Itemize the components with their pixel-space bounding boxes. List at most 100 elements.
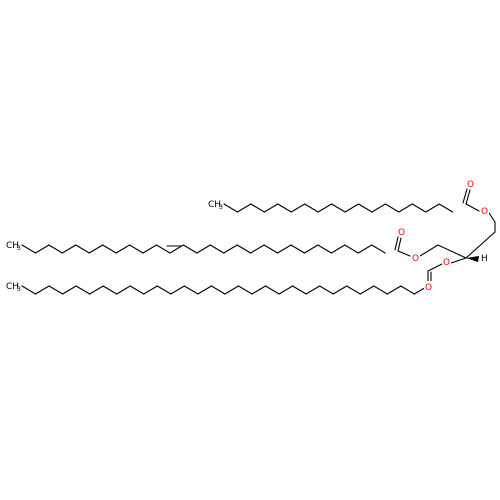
glycerol-ch-to-ch2-top [465,231,496,259]
chain3-bond-16 [237,285,253,295]
chain3-bond-21 [305,285,321,295]
chain2-bond-15 [223,244,238,254]
methyl-sub-chain1: 3 [219,204,223,211]
bond-layer [21,188,496,295]
chain2-bond-17 [250,244,265,254]
methyl-label-chain2: CH [6,241,19,251]
chain3-bond-22 [319,285,334,295]
chain2-bond-19 [276,244,292,254]
chain2-bond-16 [236,244,252,254]
chain1-bond-2 [250,203,265,213]
chain2-bond-26 [371,244,386,254]
chain2-bond-14 [209,244,225,254]
methyl-sub-chain2: 3 [17,245,21,252]
oxygen-label-carbonyl2: O [398,228,405,238]
chain1-bond-11 [371,203,386,213]
chain3-bond-13 [197,285,212,295]
chain3-bond-9 [143,285,158,295]
chain1-bond-7 [317,203,333,213]
chain3-bond-10 [156,285,172,295]
oxygen-label-ester1: O [481,207,488,217]
chain1-bond-8 [331,203,346,213]
chain1-bond-9 [344,203,360,213]
chain1-bond-5 [290,203,306,213]
chain3-bond-4 [75,285,91,295]
chain1-bond-6 [304,203,319,213]
chain3-bond-6 [102,285,118,295]
chain2-bond-22 [317,244,332,254]
chain3-bond-28 [400,285,415,295]
ester3-single [427,263,443,272]
chain3-bond-2 [48,285,64,295]
chain3-bond-15 [224,285,240,295]
chain1-bond-3 [263,203,279,213]
chain1-bond-12 [384,203,400,213]
chain3-bond-27 [386,285,402,295]
glycerol-mid-a [419,244,439,257]
methyl-sub-chain3: 3 [17,286,21,293]
chain2-bond-7 [115,244,131,254]
chain2-bond-8 [129,244,144,254]
chain2-bond-9 [142,244,158,254]
chain3-bond-0 [21,285,37,295]
ester3-link [450,257,467,264]
carbonyl1-double-b [462,188,468,204]
chain2-bond-13 [196,244,211,254]
chain2-bond-10 [155,244,171,254]
chain1-bond-15 [425,203,440,213]
oxygen-label-carbonyl1: O [467,180,474,190]
chain2-bond-25 [357,244,373,254]
chain3-bond-23 [332,285,348,295]
chain2-bond-18 [263,244,279,254]
glycerol-ch2-to-ch [437,244,467,259]
atom-label-layer: CH 3 CH 3 CH 3 O O O O O O H [5,178,489,293]
ester1-single [465,203,480,212]
carbonyl1-double-a [465,189,471,205]
methyl-label-chain3: CH [6,282,19,292]
chain2-bond-5 [88,244,104,254]
chain3-bond-17 [251,285,267,295]
chain2-bond-21 [303,244,319,254]
chain3-bond-11 [170,285,185,295]
chain3-bond-25 [359,285,375,295]
oxygen-label-carbonyl3: O [425,283,432,293]
chain1-bond-4 [277,203,292,213]
chain2-bond-6 [102,244,117,254]
chain2-bond-3 [61,244,77,254]
glycerol-top-a [488,212,496,223]
chain3-bond-19 [278,285,294,295]
chain2-bond-24 [344,244,359,254]
chain3-bond-5 [89,285,104,295]
chain1-bond-14 [411,203,427,213]
chain2-bond-12 [182,244,198,254]
chain1-bond-1 [236,203,252,213]
chain2-bond-1 [34,244,50,254]
chain3-bond-12 [183,285,199,295]
methyl-label-chain1: CH [208,200,221,210]
chain3-bond-14 [210,285,226,295]
chain3-bond-24 [346,285,361,295]
chain3-bond-1 [34,285,50,295]
chain3-bond-7 [116,285,131,295]
oxygen-label-ester2: O [412,254,419,264]
chain1-bond-13 [398,203,413,213]
stereo-wedge-h [466,256,479,262]
chain3-bond-26 [373,285,388,295]
chain2-bond-4 [75,244,90,254]
chain2-bond-23 [330,244,346,254]
carbonyl2-double-b [394,236,399,251]
carbonyl2-double-a [397,237,402,252]
chain2-bond-20 [290,244,306,254]
chain2-bond-2 [48,244,63,254]
hydrogen-label: H [481,254,488,264]
chain1-bond-10 [357,203,373,213]
chain3-bond-8 [129,285,145,295]
chain2-bond-0 [21,244,37,254]
chain3-bond-20 [292,285,307,295]
chain3-bond-3 [62,285,77,295]
oxygen-label-ester3: O [443,258,450,268]
ester2-single [397,250,411,257]
chain1-bond-16 [438,203,454,213]
chain1-bond-0 [223,203,238,213]
